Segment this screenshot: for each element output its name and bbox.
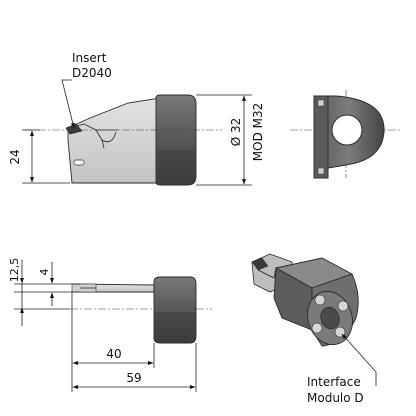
insert-leader [61,79,75,129]
iso-lobe-4 [311,322,323,334]
dim-height-text: 24 [8,149,22,164]
insert-clamp-curve [101,131,117,143]
side-view [290,90,400,179]
dim-offset: 12,5 4 [8,258,80,326]
dim-height: 24 [8,129,70,184]
iso-insert [251,257,269,271]
insert-label-code: D2040 [72,66,112,80]
interface-label-title: Interface [307,375,361,389]
dim-diameter: Ø 32 MOD M32 [196,94,265,186]
dim-offset-small-text: 4 [38,269,51,276]
clamp-slot [73,159,85,166]
top-view [70,276,212,344]
side-slot-bottom [317,167,325,175]
front-view [24,94,222,186]
side-flange [313,95,329,179]
dim-diameter-text: Ø 32 [229,118,243,147]
front-blade [67,97,161,184]
side-slot-top [317,99,325,107]
dim-length-total-text: 59 [126,371,141,385]
dim-length-body-text: 40 [106,347,121,361]
dim-offset-top-text: 12,5 [8,258,21,283]
top-cylinder-shade [154,312,196,343]
side-bore [331,114,363,146]
interface-leader [341,333,377,386]
iso-interface-bore [320,306,340,330]
iso-view [251,253,359,347]
iso-body-side [273,267,313,331]
iso-lobe-2 [337,300,349,312]
dim-lengths: 40 59 [71,292,197,392]
insert-label-title: Insert [72,51,107,65]
iso-lobe-1 [314,294,326,306]
interface-label-name: Modulo D [307,391,364,405]
front-cylinder-shade [156,150,196,185]
dim-mod-text: MOD M32 [251,103,265,161]
